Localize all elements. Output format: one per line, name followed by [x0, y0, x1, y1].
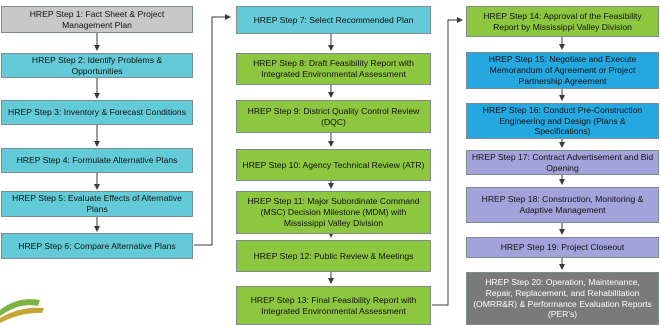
step-19-box: HREP Step 19: Project Closeout	[466, 237, 659, 258]
step-2-box: HREP Step 2: Identify Problems & Opportu…	[1, 53, 193, 78]
step-11-box: HREP Step 11: Major Subordinate Command …	[236, 191, 431, 234]
step-7-box: HREP Step 7: Select Recommended Plan	[236, 6, 431, 34]
step-14-box: HREP Step 14: Approval of the Feasibilit…	[466, 6, 659, 37]
step-3-label: HREP Step 3: Inventory & Forecast Condit…	[7, 107, 186, 118]
step-16-label: HREP Step 16: Conduct Pre-Construction E…	[482, 104, 643, 137]
step-18-label: HREP Step 18: Construction, Monitoring &…	[481, 194, 644, 215]
step-15-box: HREP Step 15: Negotiate and Execute Memo…	[466, 52, 659, 89]
step-13-label: HREP Step 13: Final Feasibility Report w…	[250, 294, 417, 316]
step-19-label: HREP Step 19: Project Closeout	[500, 242, 625, 253]
step-2-label: HREP Step 2: Identify Problems & Opportu…	[31, 54, 163, 76]
step-12-box: HREP Step 12: Public Review & Meetings	[236, 240, 431, 272]
step-8-label: HREP Step 8: Draft Feasibility Report wi…	[253, 58, 414, 79]
step-5-box: HREP Step 5: Evaluate Effects of Alterna…	[1, 191, 193, 217]
step-1-label: HREP Step 1: Fact Sheet & Project Manage…	[29, 8, 165, 30]
step-7-label: HREP Step 7: Select Recommended Plan	[253, 14, 414, 25]
step-8-box: HREP Step 8: Draft Feasibility Report wi…	[236, 53, 431, 85]
step-20-label: HREP Step 20: Operation, Maintenance, Re…	[473, 277, 652, 320]
step-10-label: HREP Step 10: Agency Technical Review (A…	[242, 159, 425, 170]
step-9-label: HREP Step 9: District Quality Control Re…	[247, 105, 420, 127]
step-4-label: HREP Step 4: Formulate Alternative Plans	[16, 155, 178, 166]
step-6-label: HREP Step 6: Compare Alternative Plans	[18, 240, 176, 251]
step-17-box: HREP Step 17: Contract Advertisement and…	[466, 150, 659, 175]
arrow-6-7	[194, 14, 231, 246]
step-4-box: HREP Step 4: Formulate Alternative Plans	[1, 148, 193, 173]
step-12-label: HREP Step 12: Public Review & Meetings	[253, 250, 414, 261]
step-10-box: HREP Step 10: Agency Technical Review (A…	[236, 149, 431, 181]
step-14-label: HREP Step 14: Approval of the Feasibilit…	[483, 10, 642, 32]
step-11-label: HREP Step 11: Major Subordinate Command …	[247, 196, 420, 228]
step-17-label: HREP Step 17: Contract Advertisement and…	[471, 151, 654, 173]
logo-icon	[0, 299, 44, 323]
arrow-13-14	[432, 17, 463, 306]
step-1-box: HREP Step 1: Fact Sheet & Project Manage…	[1, 6, 193, 33]
step-9-box: HREP Step 9: District Quality Control Re…	[236, 100, 431, 133]
step-6-box: HREP Step 6: Compare Alternative Plans	[1, 233, 193, 259]
step-13-box: HREP Step 13: Final Feasibility Report w…	[236, 286, 431, 325]
step-20-box: HREP Step 20: Operation, Maintenance, Re…	[466, 272, 659, 325]
step-3-box: HREP Step 3: Inventory & Forecast Condit…	[1, 100, 193, 125]
step-16-box: HREP Step 16: Conduct Pre-Construction E…	[466, 103, 659, 139]
step-18-box: HREP Step 18: Construction, Monitoring &…	[466, 187, 659, 223]
step-5-label: HREP Step 5: Evaluate Effects of Alterna…	[12, 193, 182, 214]
step-15-label: HREP Step 15: Negotiate and Execute Memo…	[488, 54, 637, 86]
